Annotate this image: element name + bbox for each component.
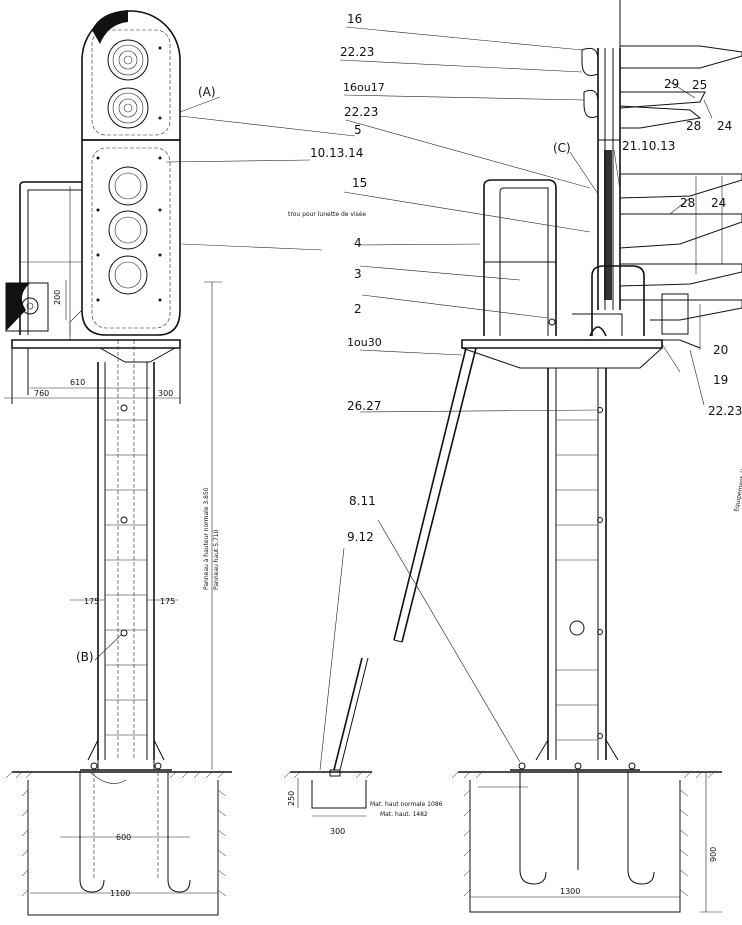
foundation-left: [5, 771, 232, 916]
lamps: [107, 39, 149, 295]
note-trou-lunette: trou pour lunette de visée: [288, 211, 366, 218]
dim-300-top: 300: [158, 389, 173, 398]
label-8-11: 8.11: [349, 494, 376, 508]
platform-side: [461, 293, 701, 369]
label-9-12: 9.12: [347, 530, 374, 544]
note-panneau-normale: Panneau à hauteur normale 3.850: [203, 487, 210, 590]
label-29: 29: [664, 77, 679, 91]
railing-right: [483, 179, 645, 336]
label-21-10-13: 21.10.13: [622, 139, 675, 153]
label-25: 25: [692, 78, 707, 92]
labels: (A) (B) (C) 16 22.23 16ou17 22.23 5 10.1…: [76, 12, 742, 664]
front-dimensions: [4, 280, 222, 894]
label-15: 15: [352, 176, 367, 190]
label-19: 19: [713, 373, 728, 387]
foundation-right: [451, 771, 722, 913]
railing-left: [19, 181, 82, 335]
label-4: 4: [354, 236, 362, 250]
notes: trou pour lunette de visée Panneau à hau…: [203, 211, 742, 818]
label-16ou17: 16ou17: [343, 81, 385, 94]
dim-610: 610: [70, 378, 85, 387]
small-foundation: [283, 769, 373, 817]
label-28-mid: 28: [680, 196, 695, 210]
mast-side: [510, 368, 640, 771]
platform-front: [11, 309, 181, 404]
dim-600: 600: [116, 833, 131, 842]
visor-blades: [619, 45, 742, 321]
dim-1100: 1100: [110, 889, 130, 898]
label-2: 2: [354, 302, 362, 316]
label-c: (C): [553, 141, 571, 155]
label-28-top: 28: [686, 119, 701, 133]
dim-760: 760: [34, 389, 49, 398]
mast-front: [80, 340, 172, 771]
front-view: [4, 10, 356, 916]
label-24-mid: 24: [711, 196, 726, 210]
note-mat-haut: Mat. haut. 1482: [380, 811, 428, 818]
signal-head-inner: [91, 29, 171, 136]
signal-panel-outline: [81, 139, 181, 336]
label-a: (A): [198, 85, 216, 99]
dim-1300: 1300: [560, 887, 580, 896]
dim-175-left: 175: [84, 597, 99, 606]
label-1ou30: 1ou30: [347, 336, 382, 349]
dimension-texts: 200 610 760 300 175 175 600 1100 250 300…: [34, 290, 718, 898]
side-box: [5, 282, 49, 332]
label-5: 5: [354, 123, 362, 137]
dim-175-right: 175: [160, 597, 175, 606]
dim-200: 200: [53, 290, 62, 305]
signal-head-outline: [81, 10, 181, 141]
label-b: (B): [76, 650, 94, 664]
side-view: [283, 0, 742, 913]
dim-900: 900: [709, 847, 718, 862]
label-22-23-top: 22.23: [340, 45, 374, 59]
visor: [92, 10, 128, 44]
label-16: 16: [347, 12, 362, 26]
label-3: 3: [354, 267, 362, 281]
dim-250: 250: [287, 791, 296, 806]
signal-panel-inner: [91, 147, 171, 329]
label-26-27: 26.27: [347, 399, 381, 413]
label-22-23-mid: 22.23: [344, 105, 378, 119]
panel-bolts: [96, 46, 162, 302]
dim-300-small: 300: [330, 827, 345, 836]
note-panneau-haut: Panneau haut 5.710: [213, 529, 220, 590]
note-equipement: Equipement électrique: [733, 444, 742, 513]
label-24-top: 24: [717, 119, 732, 133]
label-10-13-14: 10.13.14: [310, 146, 363, 160]
note-mat-normale: Mat. haut normale 1086: [370, 801, 443, 808]
label-22-23-bottom: 22.23: [708, 404, 742, 418]
label-20: 20: [713, 343, 728, 357]
